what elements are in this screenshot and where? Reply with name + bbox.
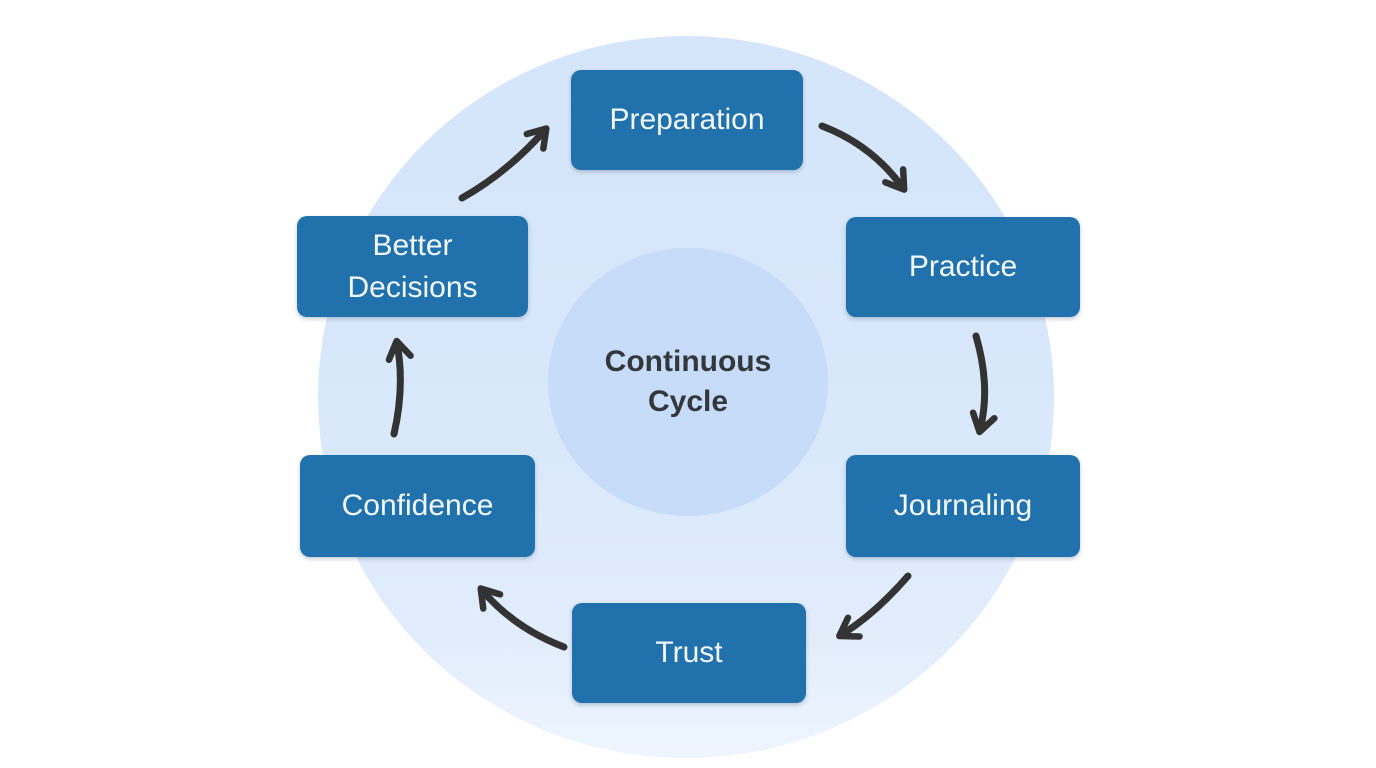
cycle-node-confidence: Confidence: [300, 455, 535, 557]
cycle-node-better-decisions: Better Decisions: [297, 216, 528, 317]
cycle-node-journaling: Journaling: [846, 455, 1080, 557]
cycle-center-label: Continuous Cycle: [604, 344, 772, 419]
cycle-inner-circle: Continuous Cycle: [548, 248, 828, 516]
cycle-node-preparation: Preparation: [571, 70, 803, 170]
cycle-node-practice: Practice: [846, 217, 1080, 317]
cycle-node-trust: Trust: [572, 603, 806, 703]
